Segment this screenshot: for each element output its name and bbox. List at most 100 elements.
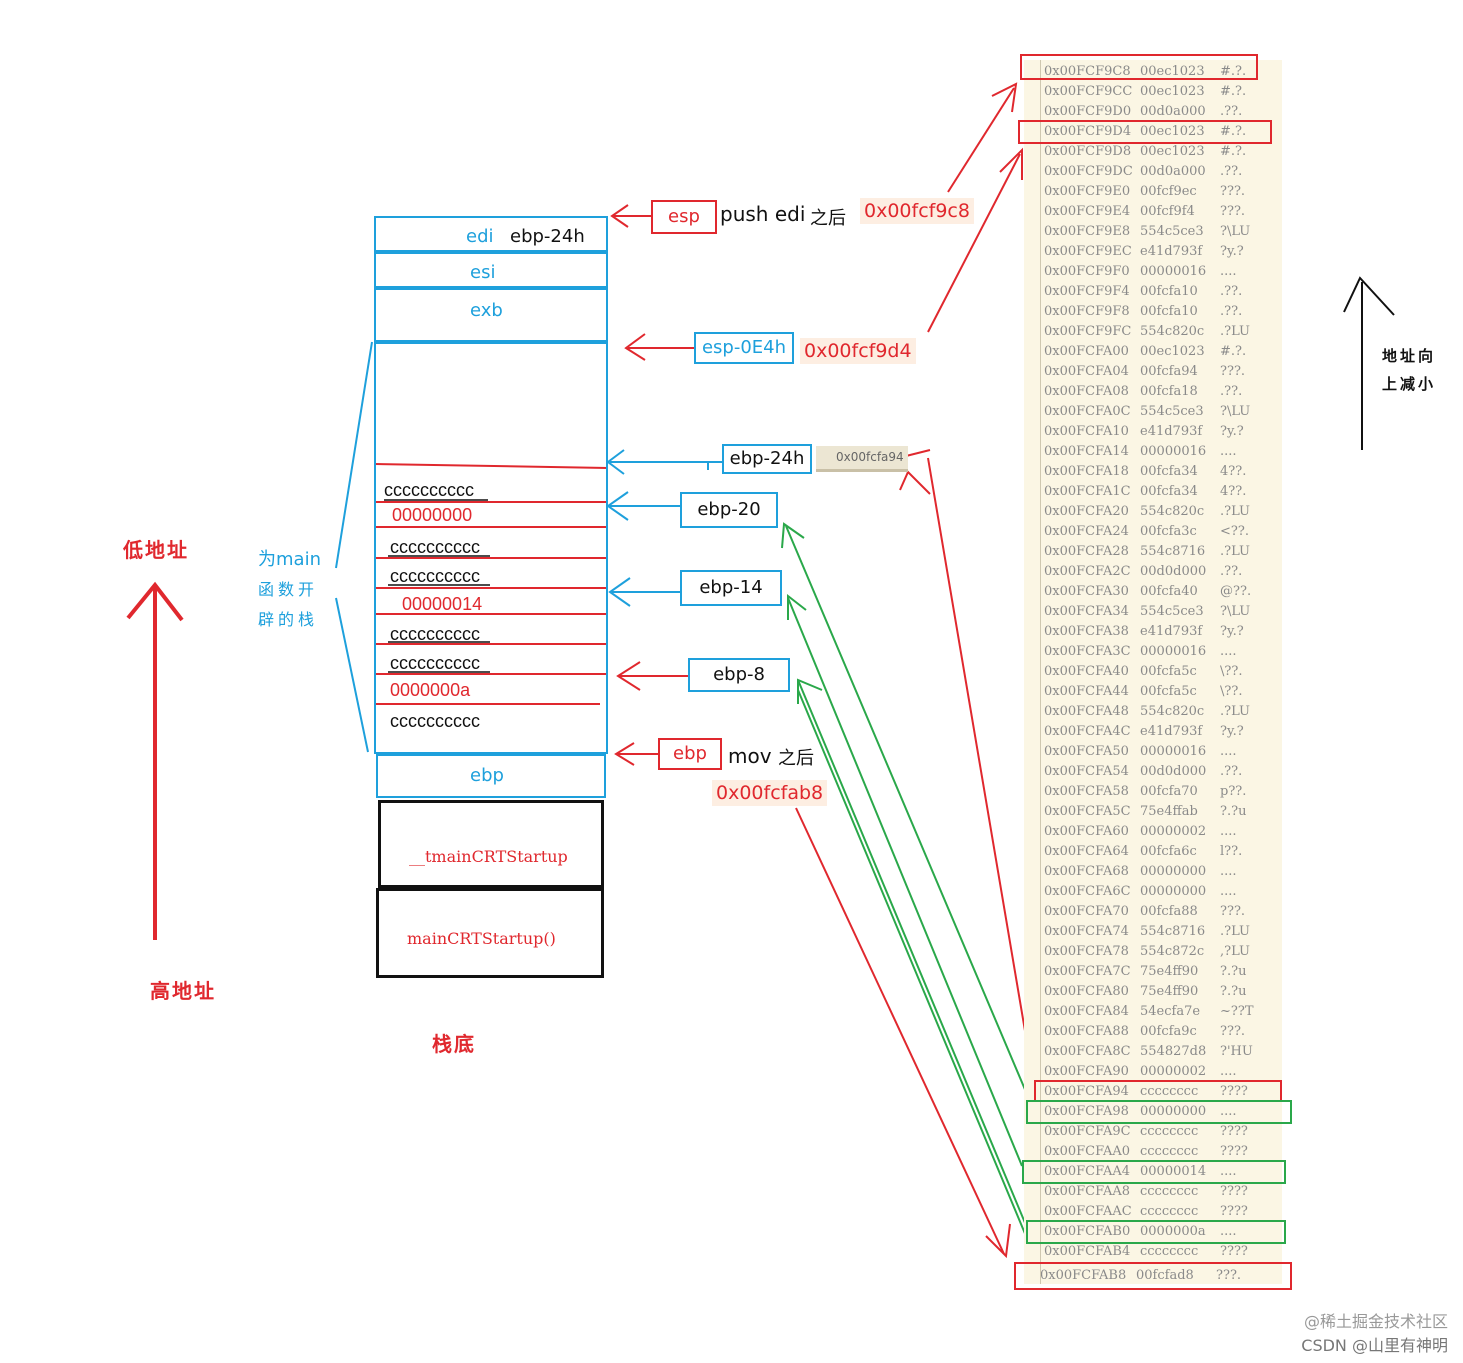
- stack-cell-maincrtstartup: mainCRTStartup(): [376, 888, 604, 978]
- stack-var-7: 0000000a: [390, 680, 471, 700]
- memory-ascii: .??.: [1220, 564, 1243, 579]
- low-address-label: 低地址: [123, 538, 189, 562]
- memory-value: 00fcfa10: [1140, 304, 1198, 319]
- memory-ascii: @??.: [1220, 584, 1252, 599]
- memory-value: e41d793f: [1140, 424, 1203, 439]
- stack-var-separators: [373, 463, 609, 705]
- memory-address: 0x00FCFA18: [1044, 464, 1129, 479]
- memory-value: 75e4ffab: [1140, 804, 1198, 819]
- memory-ascii: ???.: [1220, 204, 1246, 219]
- memory-value: 00ec1023: [1140, 144, 1205, 159]
- memory-address: 0x00FCFA04: [1044, 364, 1129, 379]
- memory-ascii: ....: [1220, 884, 1237, 899]
- memory-address: 0x00FCFAA4: [1044, 1164, 1131, 1179]
- memory-ascii: .??.: [1220, 764, 1243, 779]
- memory-address: 0x00FCFA20: [1044, 504, 1129, 519]
- pointer-arrows-blue: [606, 449, 722, 607]
- ebp-24h-addr: 0x00fcfa94: [816, 446, 908, 472]
- memory-value: cccccccc: [1140, 1124, 1199, 1139]
- memory-address: 0x00FCF9E0: [1044, 184, 1131, 199]
- memory-address: 0x00FCFA8C: [1044, 1044, 1131, 1059]
- memory-ascii: ?\LU: [1220, 224, 1251, 239]
- stack-var-6: cccccccccc: [390, 653, 480, 673]
- stack-var-4: 00000014: [402, 594, 483, 614]
- memory-address: 0x00FCFA10: [1044, 424, 1129, 439]
- memory-address: 0x00FCFAB0: [1044, 1224, 1131, 1239]
- memory-ascii: ???.: [1220, 364, 1246, 379]
- memory-value: 00fcfa6c: [1140, 844, 1197, 859]
- watermark-line2: CSDN @山里有神明: [1301, 1336, 1448, 1355]
- after-mov-text: 之后: [778, 748, 814, 769]
- memory-ascii: ?.?u: [1220, 964, 1247, 979]
- memory-ascii: #.?.: [1220, 64, 1247, 79]
- main-frame-label-line1: 为main: [258, 549, 321, 570]
- memory-address: 0x00FCFA88: [1044, 1024, 1129, 1039]
- memory-ascii: ....: [1220, 824, 1237, 839]
- memory-ascii: ....: [1220, 744, 1237, 759]
- esp-addr-text: 0x00fcf9c8: [860, 198, 974, 224]
- ebp-pointer-box: ebp: [658, 738, 722, 770]
- memory-value: 554c872c: [1140, 944, 1205, 959]
- memory-ascii: ???.: [1220, 1024, 1246, 1039]
- memory-value: 00fcfa88: [1140, 904, 1198, 919]
- memory-value: 00ec1023: [1140, 64, 1205, 79]
- memory-ascii: #.?.: [1220, 84, 1247, 99]
- stack-cell-edi: edi ebp-24h: [374, 216, 608, 252]
- memory-ascii: .??.: [1220, 104, 1243, 119]
- push-edi-text: push edi: [720, 202, 806, 226]
- memory-address: 0x00FCF9D8: [1044, 144, 1132, 159]
- memory-address: 0x00FCFA68: [1044, 864, 1129, 879]
- memory-address: 0x00FCFA70: [1044, 904, 1129, 919]
- high-address-label: 高地址: [150, 979, 216, 1003]
- memory-address: 0x00FCFA9C: [1044, 1124, 1131, 1139]
- memory-address: 0x00FCF9D0: [1044, 104, 1132, 119]
- memory-value: 00000000: [1140, 864, 1207, 879]
- memory-address: 0x00FCFA28: [1044, 544, 1129, 559]
- memory-value: 00000000: [1140, 884, 1207, 899]
- memory-address: 0x00FCFA84: [1044, 1004, 1129, 1019]
- mem-highlight-esp-sub: [1018, 120, 1272, 144]
- address-direction-arrow: [1343, 276, 1395, 450]
- ebp-addr-text: 0x00fcfab8: [712, 780, 828, 806]
- low-high-arrow: [126, 581, 184, 940]
- memory-ascii: ????: [1220, 1124, 1248, 1139]
- memory-divider: [1040, 60, 1041, 1284]
- stack-cell-esi: esi: [374, 252, 608, 288]
- memory-ascii: p??.: [1220, 784, 1247, 799]
- memory-value: cccccccc: [1140, 1144, 1199, 1159]
- memory-value: e41d793f: [1140, 624, 1203, 639]
- memory-ascii: ....: [1220, 1164, 1237, 1179]
- mem-highlight-ebp-8: [1026, 1220, 1286, 1244]
- memory-ascii: ?'HU: [1220, 1044, 1253, 1059]
- memory-ascii: #.?.: [1220, 124, 1247, 139]
- memory-ascii: ????: [1220, 1244, 1248, 1259]
- ebp-20-box: ebp-20: [680, 492, 778, 528]
- memory-address: 0x00FCFA74: [1044, 924, 1129, 939]
- memory-value: 00000014: [1140, 1164, 1207, 1179]
- main-frame-label-line2: 函数开: [258, 580, 319, 599]
- esi-label: esi: [470, 262, 496, 283]
- memory-ascii: ?\LU: [1220, 604, 1251, 619]
- memory-address: 0x00FCFAA8: [1044, 1184, 1131, 1199]
- memory-address: 0x00FCFAAC: [1044, 1204, 1132, 1219]
- mov-text: mov: [728, 744, 772, 768]
- memory-row: 0x00FCFAA4 00000014....: [1024, 1162, 1282, 1182]
- stack-var-8: cccccccccc: [390, 711, 480, 731]
